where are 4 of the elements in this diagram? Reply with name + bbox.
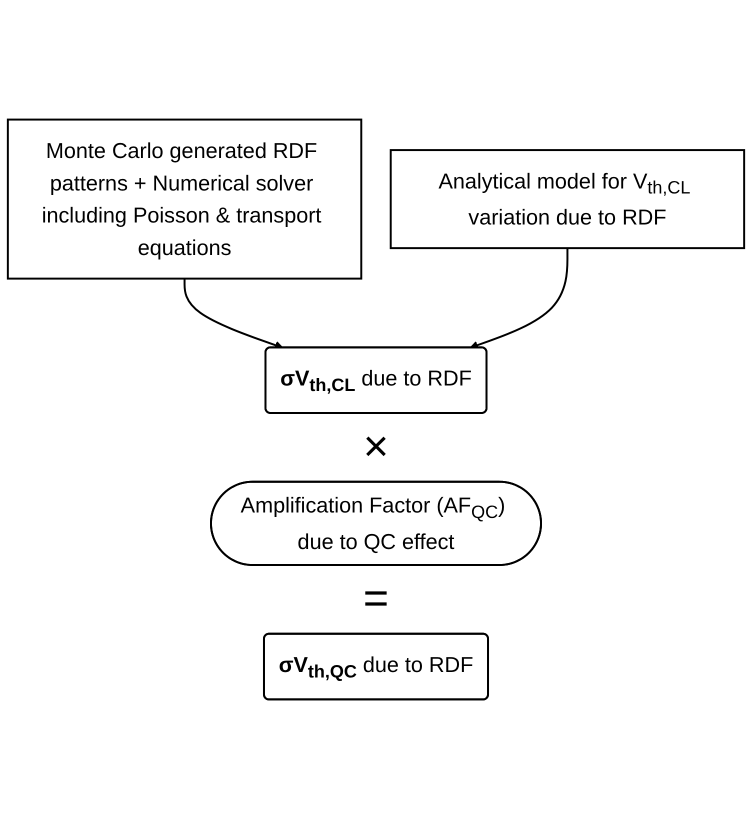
node-box: Monte Carlo generated RDF patterns + Numerical solver including Poisson & transport equations (6, 118, 362, 280)
node-box: Analytical model for V$_{th,CL}$ variation due to RDF (390, 149, 746, 250)
operator-symbol: × (363, 425, 389, 470)
operator-symbol: = (363, 577, 389, 622)
